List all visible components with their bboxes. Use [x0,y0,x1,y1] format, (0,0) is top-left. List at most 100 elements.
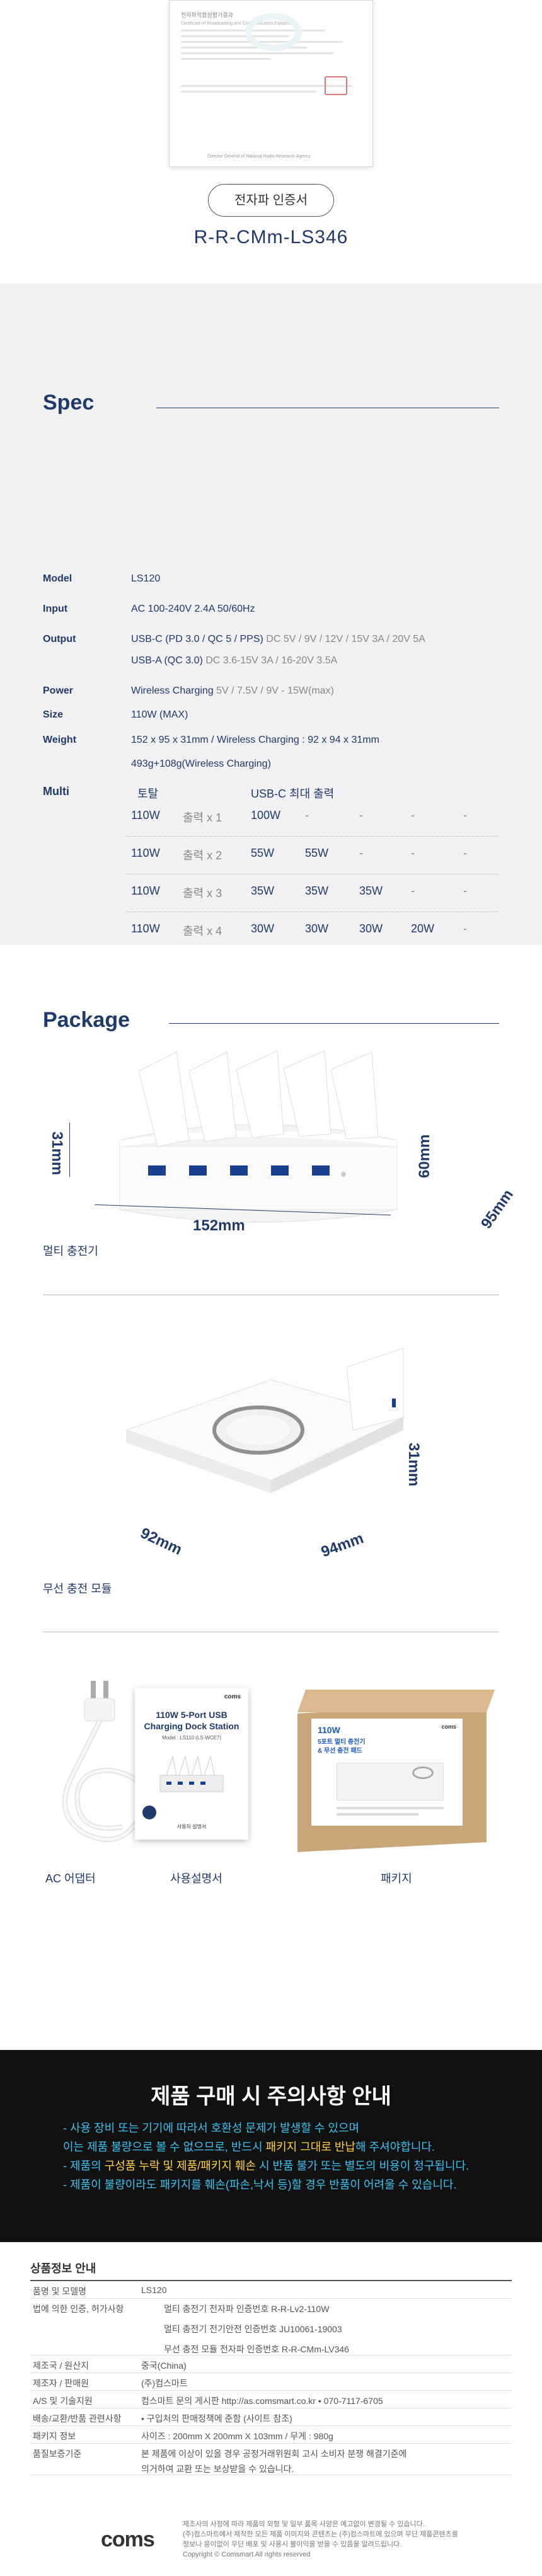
notice-line: 이는 제품 불량으로 볼 수 없으므로, 반드시 패키지 그대로 반납해 주셔야… [63,2138,435,2155]
spec-value: Wireless Charging 5V / 7.5V / 9V - 15W(m… [131,685,334,696]
spec-label: Model [43,573,72,584]
info-key: 품질보증기준 [33,2449,82,2459]
dim-width: 152mm [193,1217,245,1234]
dim-width: 92mm [137,1525,185,1559]
manual-title-2: Charging Dock Station [144,1721,239,1731]
multi-cell: - [359,847,363,859]
notice-section: 제품 구매 시 주의사항 안내 - 사용 장비 또는 기기에 따라서 호환성 문… [0,2050,542,2242]
spec-value: USB-C (PD 3.0 / QC 5 / PPS) DC 5V / 9V /… [131,634,425,644]
wireless-pad-caption: 무선 충전 모듈 [43,1583,112,1595]
cert-doc-line: 전자파적합성평가결과 [181,12,233,18]
spec-value: 152 x 95 x 31mm / Wireless Charging : 92… [131,735,379,745]
info-row: 제조자 / 판매원(주)컴스마트 [30,2373,512,2391]
dim-height: 31mm [405,1443,422,1487]
multi-cell: 55W [251,847,275,859]
multi-cell: 35W [251,884,275,897]
manual-brand: coms [224,1693,241,1700]
red-seal [325,76,347,95]
multi-outputs: 출력 x 4 [183,925,222,937]
dim-height-2: 60mm [416,1134,433,1178]
manual-image: coms 110W 5-Port USB Charging Dock Stati… [135,1688,248,1840]
certificate-code: R-R-CMm-LS346 [193,227,349,248]
title-rule [169,1023,499,1024]
cert-issuer: Director General of National Radio Resea… [207,154,311,159]
certificate-image: 전자파적합성평가결과 Certificate of Broadcasting a… [169,0,373,167]
info-value: 사이즈 : 200mm X 200mm X 103mm / 무게 : 980g [141,2431,333,2441]
box-title: 110W [318,1725,340,1735]
info-value: • 구입처의 판매정책에 준함 (사이트 참조) [141,2413,292,2424]
box-subtitle: 5포트 멀티 충전기 [318,1739,366,1746]
spec-title: Spec [43,391,95,415]
package-section: Package 31mm 152mm 60mm 95mm 멀티 충전기 [0,945,542,2050]
spec-label: Power [43,685,74,696]
multi-cell: 35W [305,884,329,897]
multi-cell: - [463,809,467,821]
info-row: 품질보증기준 본 제품에 이상이 있을 경우 공정거래위원회 고시 소비자 분쟁 … [30,2444,512,2475]
info-value: 중국(China) [141,2361,187,2371]
multi-cell: - [463,922,467,935]
notice-text: - 제품이 불량이라도 패키지를 훼손(파손,낙서 등)할 경우 반품이 어려울… [63,2178,457,2191]
notice-line: - 제품의 구성품 누락 및 제품/패키지 훼손 시 반품 불가 또는 별도의 … [63,2157,469,2173]
multi-cell: - [411,809,415,821]
info-value: (주)컴스마트 [141,2378,188,2388]
manual-caption: 사용설명서 [170,1872,222,1885]
info-title: 상품정보 안내 [30,2262,96,2275]
wireless-pad-image [125,1348,405,1493]
certificate-section: 전자파적합성평가결과 Certificate of Broadcasting a… [0,0,542,283]
spec-label: Output [43,634,76,644]
notice-text: - 사용 장비 또는 기기에 따라서 호환성 문제가 발생할 수 있으며 [63,2122,360,2134]
multi-total: 110W [131,922,160,935]
info-row: 배송/교환/반품 관련사항• 구입처의 판매정책에 준함 (사이트 참조) [30,2408,512,2426]
spec-label: Size [43,709,64,720]
multi-outputs: 출력 x 3 [183,887,222,900]
info-value-line: 의거하여 교환 또는 보상받을 수 있습니다. [141,2464,294,2474]
cert-doc-line: Certificate of Broadcasting and Communic… [181,21,298,26]
multi-outputs: 출력 x 1 [183,811,222,824]
multi-total: 110W [131,884,160,897]
watermark [245,13,302,51]
info-key: A/S 및 기술지원 [33,2396,93,2406]
spec-value: AC 100-240V 2.4A 50/60Hz [131,604,255,614]
spec-label: Weight [43,735,77,745]
dim-depth: 94mm [319,1530,366,1561]
info-value-line: 멀티 충전기 전자파 인증번호 R-R-Lv2-110W [164,2304,330,2314]
info-row: 패키지 정보 사이즈 : 200mm X 200mm X 103mm / 무게 :… [30,2426,512,2444]
multi-cell: 100W [251,809,281,821]
multi-cell: - [411,847,415,859]
info-key: 제조국 / 원산지 [33,2361,89,2371]
notice-line: - 제품이 불량이라도 패키지를 훼손(파손,낙서 등)할 경우 반품이 어려울… [63,2176,456,2192]
spec-detail: DC 5V / 9V / 12V / 15V 3A / 20V 5A [266,634,425,644]
dim-height: 31mm [49,1131,66,1176]
notice-text: 해 주셔야합니다. [355,2141,435,2153]
multi-cell: 35W [359,884,383,897]
multi-total: 110W [131,847,160,859]
package-caption: 패키지 [381,1872,412,1885]
multi-cell: 30W [359,922,383,935]
package-box-image: 110W 5포트 멀티 충전기 & 무선 충전 패드 coms [297,1690,495,1852]
multi-total: 110W [131,809,160,821]
notice-line: - 사용 장비 또는 기기에 따라서 호환성 문제가 발생할 수 있으며 [63,2119,359,2136]
multi-cell: - [411,884,415,897]
spec-value: 110W (MAX) [131,709,188,720]
info-key: 패키지 정보 [33,2431,76,2441]
footer-line: (주)컴스마트에서 제작한 모든 제품 이미지와 콘텐츠는 (주)컴스마트에 있… [183,2531,458,2538]
spec-value: LS120 [131,573,161,584]
box-brand: coms [441,1724,456,1730]
info-key: 품명 및 모델명 [33,2286,87,2296]
multi-cell: 30W [305,922,329,935]
spec-detail: DC 3.6-15V 3A / 16-20V 3.5A [205,655,338,666]
notice-title: 제품 구매 시 주의사항 안내 [151,2085,391,2109]
spec-value: 493g+108g(Wireless Charging) [131,758,271,769]
multi-cell: 30W [251,922,275,935]
spec-value: USB-A (QC 3.0) DC 3.6-15V 3A / 16-20V 3.… [131,655,338,666]
info-value-line: 본 제품에 이상이 있을 경우 공정거래위원회 고시 소비자 분쟁 해결기준에 [141,2449,407,2459]
ac-adapter-caption: AC 어댑터 [45,1872,96,1885]
manual-title: 110W 5-Port USB [156,1710,228,1720]
